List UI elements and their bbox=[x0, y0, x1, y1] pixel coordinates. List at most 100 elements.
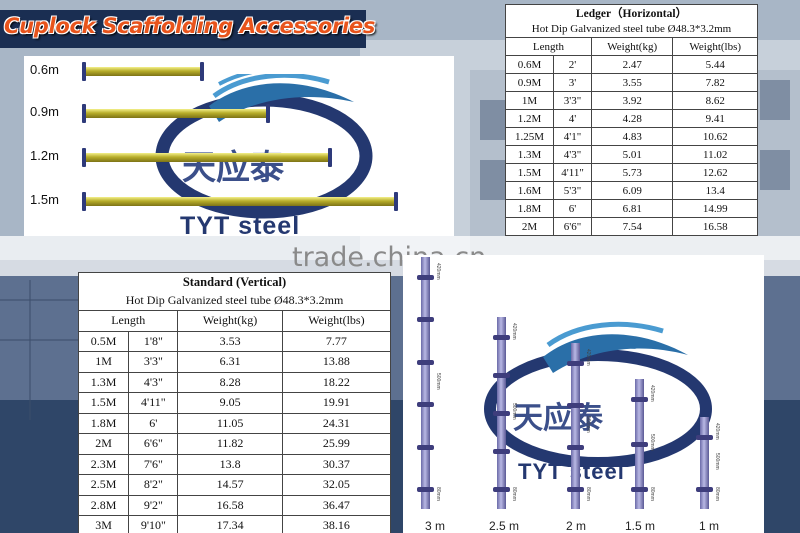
table-cell: 9.41 bbox=[672, 109, 758, 128]
ledger-sample-row: 1.2m bbox=[24, 142, 454, 172]
table-cell: 6.09 bbox=[590, 181, 674, 200]
cup-joint bbox=[696, 487, 713, 492]
table-cell: 1.3M bbox=[77, 371, 130, 393]
ledger-pipe bbox=[82, 104, 270, 123]
standard-pipe bbox=[417, 257, 434, 509]
table-cell: 1.3M bbox=[504, 145, 555, 164]
dimension-label: 500mm bbox=[649, 434, 655, 451]
table-cell: 38.16 bbox=[281, 515, 392, 533]
table-cell: 1.8M bbox=[504, 199, 555, 218]
cup-joint bbox=[417, 359, 434, 365]
table-cell: 0.9M bbox=[504, 73, 555, 92]
ledger-sample-row: 0.6m bbox=[24, 56, 454, 86]
cup-joint bbox=[417, 444, 434, 450]
cup-joint bbox=[696, 435, 713, 440]
table-cell: 4'1" bbox=[553, 127, 592, 146]
table-cell: 6.81 bbox=[590, 199, 674, 218]
table-cell: 4'11" bbox=[128, 392, 179, 414]
table-cell: 6'6" bbox=[128, 433, 179, 455]
table-cell: 6'6" bbox=[553, 217, 592, 236]
table-cell: 30.37 bbox=[281, 453, 392, 475]
logo-brand-text: TYT steel bbox=[518, 459, 625, 484]
logo-chinese-text: 天应泰 bbox=[513, 401, 603, 436]
table-cell: 8.62 bbox=[672, 91, 758, 110]
ledger-pipe bbox=[82, 62, 204, 81]
dimension-label: 80mm bbox=[714, 487, 720, 501]
ledger-pipe bbox=[82, 148, 332, 167]
dimension-label: 420mm bbox=[649, 385, 655, 402]
table-cell: 16.58 bbox=[672, 217, 758, 236]
table-cell: 36.47 bbox=[281, 494, 392, 516]
standard-sample-label: 1.5 m bbox=[625, 519, 656, 533]
ledger-sample-label: 0.6m bbox=[30, 62, 59, 77]
cup-joint bbox=[417, 487, 434, 492]
table-cell: 1M bbox=[504, 91, 555, 110]
table-cell: 1.8M bbox=[77, 412, 130, 434]
column-header: Length bbox=[77, 310, 179, 332]
standard-pipe bbox=[567, 343, 584, 509]
table-cell: 8.28 bbox=[177, 371, 283, 393]
table-cell: 5.44 bbox=[672, 55, 758, 74]
table-cell: 1.5M bbox=[504, 163, 555, 182]
table-cell: 3.55 bbox=[590, 73, 674, 92]
table-cell: 3.92 bbox=[590, 91, 674, 110]
table-cell: 5'3" bbox=[553, 181, 592, 200]
table-cell: 5.01 bbox=[590, 145, 674, 164]
ledger-sample-row: 1.5m bbox=[24, 186, 454, 216]
dimension-label: 500mm bbox=[511, 403, 517, 420]
table-cell: 19.91 bbox=[281, 392, 392, 414]
table-cell: 13.88 bbox=[281, 351, 392, 373]
table-cell: 2.8M bbox=[77, 494, 130, 516]
table-cell: 4.83 bbox=[590, 127, 674, 146]
table-cell: 9'10" bbox=[128, 515, 179, 533]
table-cell: 3.53 bbox=[177, 330, 283, 352]
ledger-table-title: Ledger（Horizontal） bbox=[505, 4, 758, 22]
table-cell: 3M bbox=[77, 515, 130, 533]
cup-joint bbox=[417, 402, 434, 408]
table-cell: 1.2M bbox=[504, 109, 555, 128]
ledger-table-header: Length Weight(kg) Weight(lbs) bbox=[505, 37, 758, 56]
table-cell: 6' bbox=[553, 199, 592, 218]
table-cell: 4' bbox=[553, 109, 592, 128]
ledger-samples-panel: 天应泰 TYT steel 0.6m 0.9m 1.2m 1.5m bbox=[24, 56, 454, 236]
table-cell: 4'3" bbox=[128, 371, 179, 393]
table-cell: 11.82 bbox=[177, 433, 283, 455]
cup-joint bbox=[631, 442, 648, 447]
table-cell: 18.22 bbox=[281, 371, 392, 393]
ledger-sample-label: 1.2m bbox=[30, 148, 59, 163]
column-header: Length bbox=[505, 37, 592, 56]
ledger-sample-label: 1.5m bbox=[30, 192, 59, 207]
table-cell: 4.28 bbox=[590, 109, 674, 128]
dimension-label: 500mm bbox=[585, 416, 591, 433]
standard-sample-label: 2.5 m bbox=[489, 519, 520, 533]
ledger-table-subtitle: Hot Dip Galvanized steel tube Ø48.3*3.2m… bbox=[505, 21, 758, 38]
table-cell: 7.77 bbox=[281, 330, 392, 352]
cup-joint bbox=[567, 487, 584, 492]
table-cell: 11.05 bbox=[177, 412, 283, 434]
table-cell: 3' bbox=[553, 73, 592, 92]
column-header: Weight(lbs) bbox=[281, 310, 392, 332]
table-cell: 2M bbox=[504, 217, 555, 236]
table-cell: 32.05 bbox=[281, 474, 392, 496]
table-cell: 12.62 bbox=[672, 163, 758, 182]
standard-table-header: Length Weight(kg) Weight(lbs) bbox=[77, 310, 392, 332]
table-cell: 2' bbox=[553, 55, 592, 74]
dimension-label: 500mm bbox=[435, 373, 441, 390]
cup-joint bbox=[493, 411, 510, 416]
table-cell: 13.4 bbox=[672, 181, 758, 200]
table-cell: 6.31 bbox=[177, 351, 283, 373]
standard-pipe bbox=[696, 417, 713, 509]
column-header: Weight(kg) bbox=[177, 310, 283, 332]
cup-joint bbox=[631, 487, 648, 492]
table-cell: 7.82 bbox=[672, 73, 758, 92]
table-cell: 2.47 bbox=[590, 55, 674, 74]
cup-joint bbox=[631, 397, 648, 402]
